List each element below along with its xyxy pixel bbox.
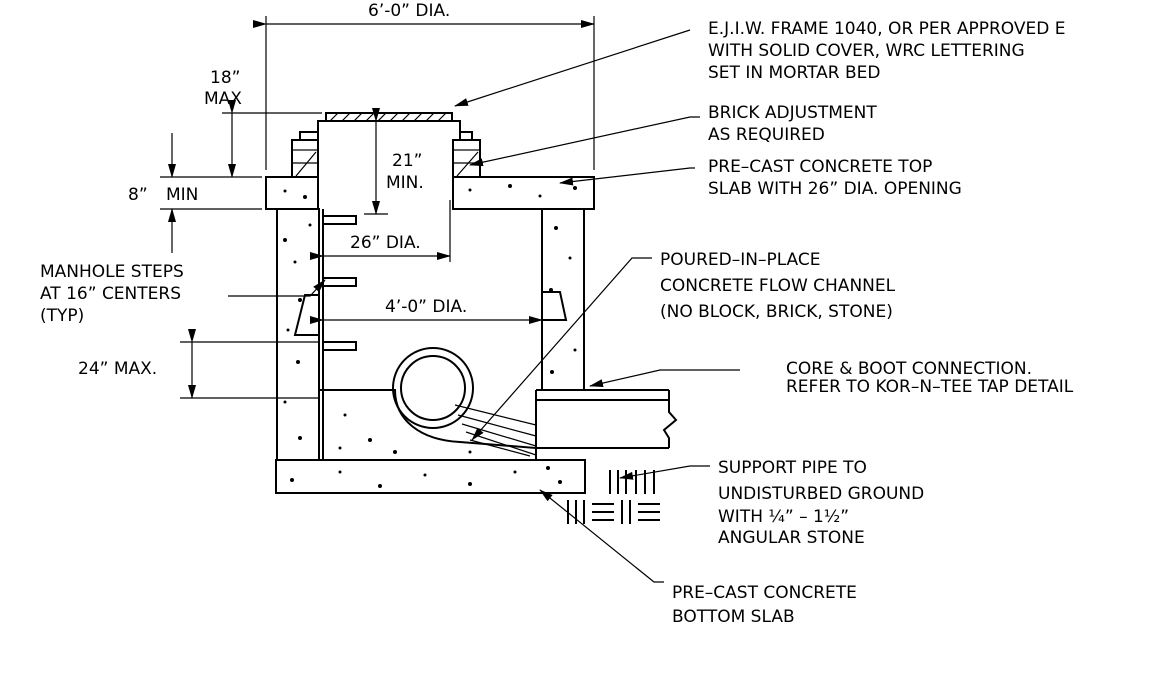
callout-support-3: WITH ¼” – 1½” [718,507,849,527]
callout-brick-1: BRICK ADJUSTMENT [708,103,877,123]
callout-frame-3: SET IN MORTAR BED [708,63,880,83]
callout-channel-2: CONCRETE FLOW CHANNEL [660,276,896,296]
pipe-inner [400,355,466,421]
dim-frame-21: 21” [392,151,422,171]
concrete-aggregate [283,184,577,488]
dim-slab-min: MIN [166,185,198,205]
dimension-lines [160,16,595,399]
manhole-structure [265,112,678,524]
bottom-slab [275,459,586,494]
callout-top-slab-2: SLAB WITH 26” DIA. OPENING [708,179,962,199]
dim-riser-max: MAX [204,89,242,109]
callout-core-1: CORE & BOOT CONNECTION. [786,359,1032,379]
callout-frame-1: E.J.I.W. FRAME 1040, OR PER APPROVED E [708,19,1066,39]
dim-slab-8: 8” [128,185,148,205]
callout-bottom-slab-1: PRE–CAST CONCRETE [672,583,857,603]
outlet-pipe [535,389,678,460]
manhole-steps [323,215,357,351]
callout-support-1: SUPPORT PIPE TO [718,458,867,478]
callout-steps-2: AT 16” CENTERS [40,284,181,304]
pipe-outer [392,347,474,429]
callout-frame-2: WITH SOLID COVER, WRC LETTERING [708,41,1025,61]
dim-frame-min: MIN. [386,173,424,193]
callout-bottom-slab-2: BOTTOM SLAB [672,607,795,627]
dim-step-24: 24” MAX. [78,359,157,379]
callout-steps-3: (TYP) [40,306,84,326]
callout-channel-3: (NO BLOCK, BRICK, STONE) [660,302,893,322]
right-wall [541,208,585,391]
dim-opening-26: 26” DIA. [350,233,421,253]
dim-riser-18: 18” [210,68,240,88]
dim-inner-dia: 4’-0” DIA. [385,297,467,317]
wall-bench-left [293,294,319,336]
callout-brick-2: AS REQUIRED [708,125,825,145]
support-stone [567,470,660,524]
top-slab-left [265,176,319,210]
callout-core-2: REFER TO KOR–N–TEE TAP DETAIL [786,377,1074,397]
callout-steps-1: MANHOLE STEPS [40,262,184,282]
callout-support-2: UNDISTURBED GROUND [718,484,924,504]
frame-and-cover [291,112,481,177]
callout-channel-1: POURED–IN–PLACE [660,250,821,270]
callout-support-4: ANGULAR STONE [718,528,865,548]
dim-outer-dia: 6’-0” DIA. [368,1,450,21]
callout-top-slab-1: PRE–CAST CONCRETE TOP [708,157,932,177]
leader-lines [228,29,740,583]
